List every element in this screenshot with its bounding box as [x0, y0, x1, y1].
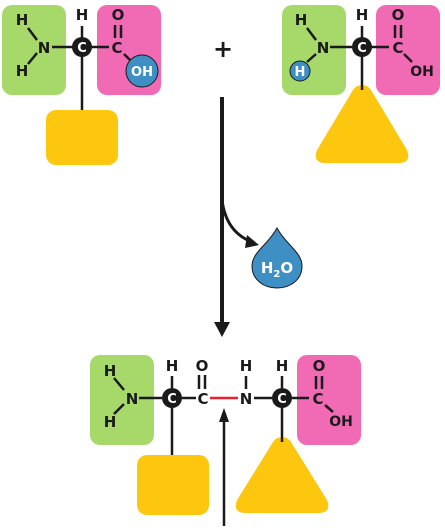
- carboxyl-group-box: [297, 355, 361, 445]
- bond: [306, 27, 317, 41]
- oxygen-atom: O: [392, 6, 405, 24]
- carbon-atom: C: [197, 390, 208, 408]
- water-arrow-head-icon: [245, 235, 259, 248]
- hydrogen-atom: H: [16, 11, 29, 29]
- bond: [27, 52, 38, 65]
- bond: [403, 53, 413, 63]
- water-h: H: [261, 259, 274, 277]
- amino-group-box: [90, 355, 154, 445]
- water-subscript: 2: [273, 269, 280, 280]
- water-label: H2O: [261, 259, 293, 280]
- carbon-atom: C: [312, 390, 323, 408]
- water-o: O: [280, 259, 293, 277]
- hydroxyl-label: OH: [329, 414, 353, 430]
- hydrogen-atom: H: [104, 362, 117, 380]
- side-chain-triangle: [235, 437, 329, 513]
- alpha-carbon-atom: C: [277, 392, 287, 407]
- oxygen-atom: O: [196, 357, 209, 375]
- water-molecule: H2O: [251, 226, 303, 289]
- amino-acid-1: H N H H C C O OH: [2, 5, 161, 165]
- bond: [306, 53, 317, 63]
- carboxyl-group-box: [376, 5, 440, 95]
- hydrogen-atom: H: [240, 357, 253, 375]
- amino-acid-2: H N H H C C O OH: [282, 5, 440, 163]
- carbon-atom: C: [392, 39, 403, 57]
- hydrogen-highlight-circle: [289, 60, 311, 82]
- hydrogen-atom: H: [356, 6, 369, 24]
- hydrogen-atom: H: [104, 413, 117, 431]
- alpha-carbon-atom: C: [77, 41, 87, 56]
- hydrogen-atom: H: [276, 357, 289, 375]
- water-drop-icon: [251, 226, 303, 289]
- hydrogen-atom: H: [76, 6, 89, 24]
- hydrogen-atom: H: [166, 357, 179, 375]
- arrow-head-icon: [214, 322, 230, 337]
- side-chain-triangle: [315, 85, 409, 163]
- hydroxyl-label: OH: [410, 64, 434, 80]
- alpha-carbon-circle: [272, 388, 292, 408]
- nitrogen-atom: N: [240, 390, 253, 408]
- hydrogen-atom: H: [295, 11, 308, 29]
- nitrogen-atom: N: [126, 390, 139, 408]
- side-chain-square: [137, 455, 209, 515]
- dipeptide: H N H H C O C N H H C C O OH: [90, 355, 361, 526]
- amino-group-box: [282, 5, 346, 95]
- hydroxyl-circle: [125, 54, 159, 88]
- alpha-carbon-circle: [72, 37, 92, 57]
- hydrogen-atom: H: [16, 62, 29, 80]
- bond: [113, 377, 125, 391]
- bond: [113, 403, 125, 415]
- carbon-atom: C: [111, 39, 122, 57]
- oxygen-atom: O: [112, 6, 125, 24]
- alpha-carbon-atom: C: [167, 392, 177, 407]
- bond: [324, 404, 334, 413]
- hydrogen-highlight-atom: H: [295, 65, 306, 80]
- side-chain-square: [46, 110, 118, 165]
- alpha-carbon-circle: [352, 37, 372, 57]
- pointer-arrow-head-icon: [219, 408, 229, 422]
- alpha-carbon-atom: C: [357, 41, 367, 56]
- plus-sign: +: [213, 35, 233, 63]
- nitrogen-atom: N: [317, 39, 330, 57]
- oxygen-atom: O: [313, 357, 326, 375]
- hydroxyl-label: OH: [131, 65, 153, 80]
- reaction-arrow: [214, 97, 259, 337]
- bond: [27, 27, 38, 41]
- nitrogen-atom: N: [38, 39, 51, 57]
- alpha-carbon-circle: [162, 388, 182, 408]
- amino-group-box: [2, 5, 66, 95]
